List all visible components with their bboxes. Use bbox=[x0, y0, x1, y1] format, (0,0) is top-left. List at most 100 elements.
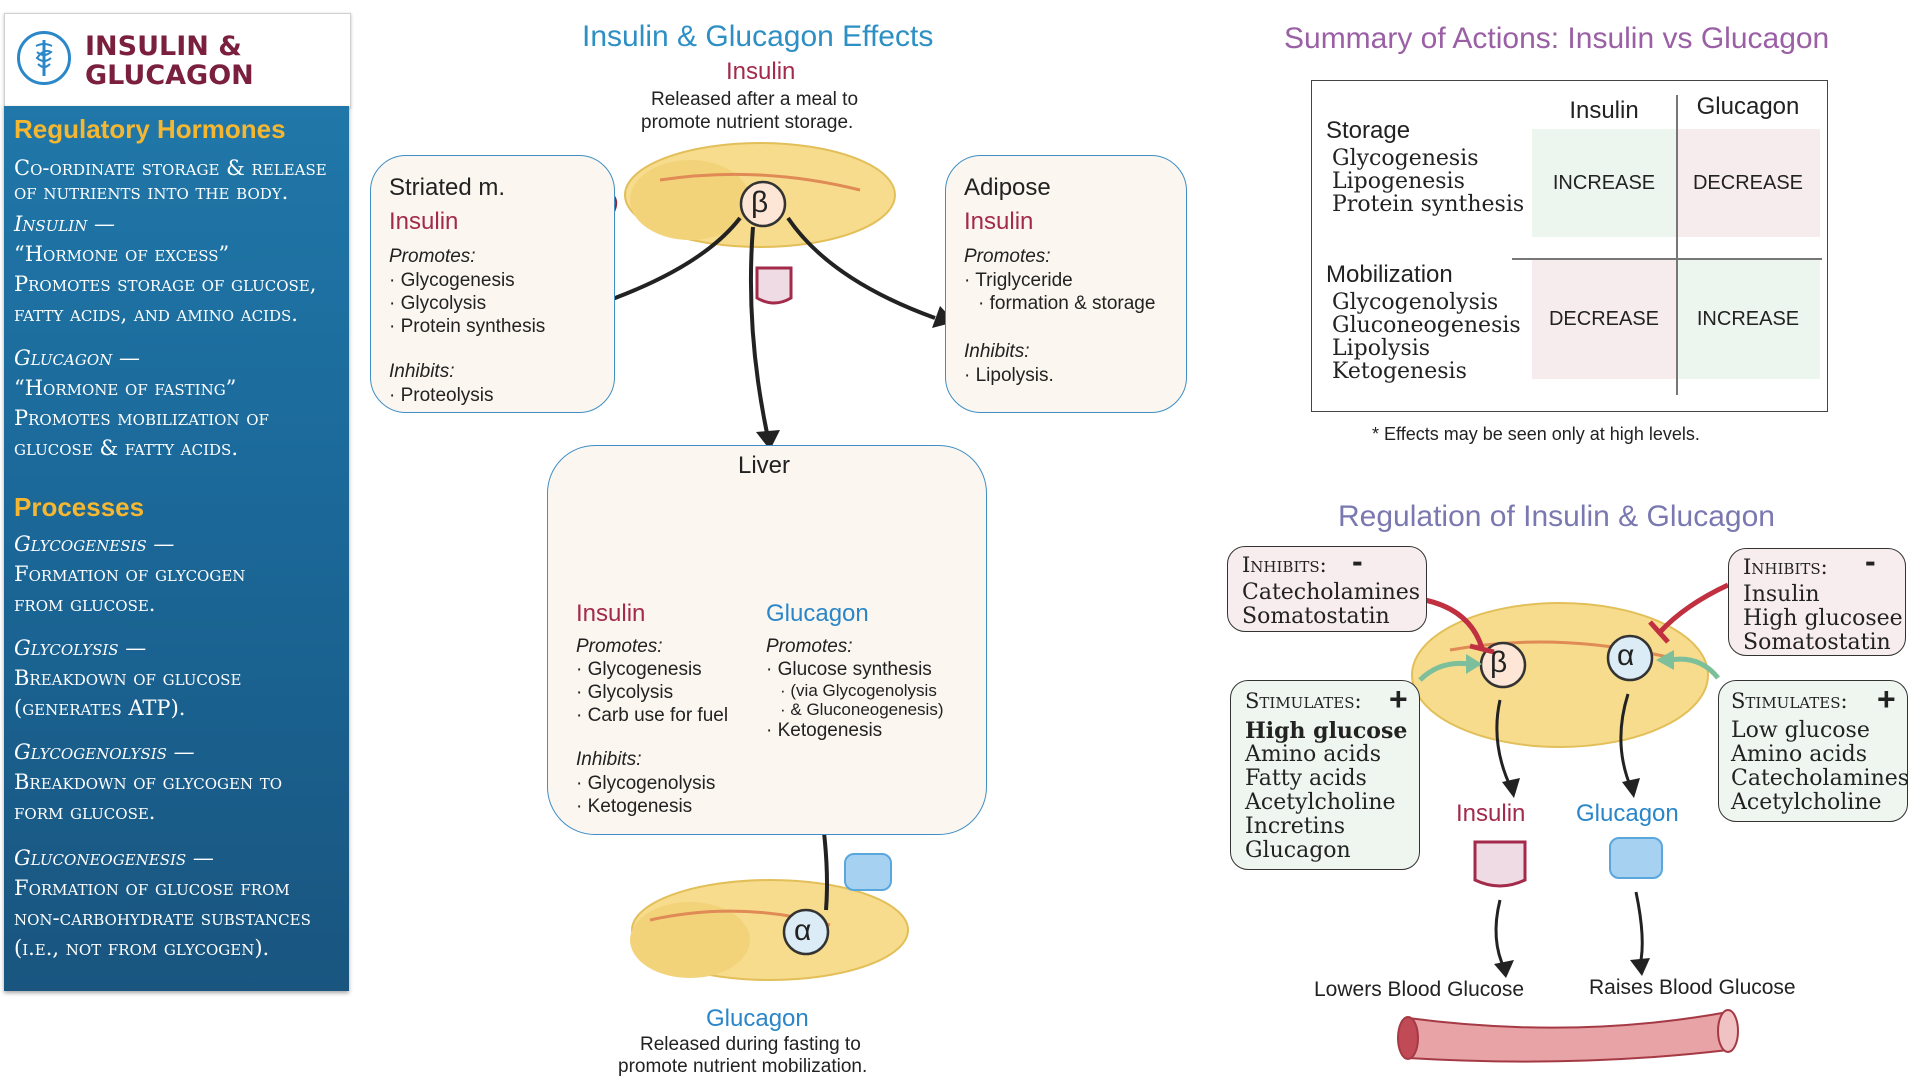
mobilization-label: Mobilization bbox=[1326, 261, 1453, 288]
process-name: Glycolysis — bbox=[14, 636, 147, 660]
inhibits-left-label: Inhibits: bbox=[1242, 553, 1327, 577]
minus-icon: - bbox=[1865, 543, 1876, 579]
liver-glucagon: Glucagon bbox=[766, 600, 869, 627]
process-name: Glycogenesis — bbox=[14, 532, 175, 556]
list-item: Glycogenesis bbox=[576, 658, 728, 681]
beta-symbol: β bbox=[1490, 646, 1508, 679]
process-line: Breakdown of glycogen to bbox=[14, 770, 283, 794]
list-item: Glycogenesis bbox=[389, 269, 545, 292]
glucagon-label: Glucagon bbox=[706, 1005, 809, 1032]
muscle-title: Striated m. bbox=[389, 174, 506, 201]
process-line: Formation of glycogen bbox=[14, 562, 246, 586]
muscle-promotes-list: Glycogenesis Glycolysis Protein synthesi… bbox=[389, 269, 546, 338]
center-title: Insulin & Glucagon Effects bbox=[582, 20, 934, 53]
list-item: Carb use for fuel bbox=[576, 704, 728, 727]
liver-glu-promotes-list: Glucose synthesis (via Glycogenolysis & … bbox=[766, 658, 944, 742]
adipose-promotes-list: Triglyceride formation & storage bbox=[964, 269, 1155, 315]
pancreas-icon bbox=[1411, 602, 1709, 748]
regulatory-hormones-heading: Regulatory Hormones bbox=[14, 114, 286, 144]
storage-glucagon-cell: DECREASE bbox=[1692, 171, 1804, 194]
summary-footnote: * Effects may be seen only at high level… bbox=[1372, 424, 1700, 444]
inhibits-right-label: Inhibits: bbox=[1743, 555, 1828, 579]
liver-glu-promotes-label: Promotes: bbox=[766, 636, 853, 657]
insulin-label: Insulin bbox=[726, 58, 796, 85]
list-item: formation & storage bbox=[964, 292, 1156, 315]
list-item: (via Glycogenolysis bbox=[766, 681, 943, 700]
liver-title: Liver bbox=[738, 452, 791, 479]
glucagon-desc-2: promote nutrient mobilization. bbox=[618, 1056, 868, 1077]
liver-ins-inhibits-label: Inhibits: bbox=[576, 749, 642, 770]
liver-ins-promotes-label: Promotes: bbox=[576, 636, 663, 657]
process-line: (i.e., not from glycogen). bbox=[14, 936, 270, 960]
col-glucagon: Glucagon bbox=[1696, 93, 1800, 120]
liver-box: Liver Insulin Promotes: Glycogenesis Gly… bbox=[547, 445, 987, 835]
adipose-inhibits-list: Lipolysis. bbox=[964, 364, 1054, 387]
adipose-title: Adipose bbox=[964, 174, 1051, 201]
beta-symbol: β bbox=[751, 186, 769, 219]
mobil-insulin-cell: DECREASE bbox=[1548, 307, 1660, 330]
muscle-inhibits-label: Inhibits: bbox=[389, 361, 455, 382]
stimulates-left-label: Stimulates: bbox=[1245, 689, 1362, 713]
process-line: (generates ATP). bbox=[14, 696, 186, 720]
storage-label: Storage bbox=[1326, 117, 1411, 144]
glucagon-desc-1: Released during fasting to bbox=[640, 1034, 861, 1055]
process-line: Formation of glucose from bbox=[14, 876, 290, 900]
process-name: Glycogenolysis — bbox=[14, 740, 195, 764]
adipose-box: Adipose Insulin Promotes: Triglyceride f… bbox=[945, 155, 1187, 413]
process-line: from glucose. bbox=[14, 592, 156, 616]
pancreas-icon bbox=[630, 879, 909, 981]
liver-ins-promotes-list: Glycogenesis Glycolysis Carb use for fue… bbox=[576, 658, 728, 727]
glucagon-line-2: Promotes mobilization of bbox=[14, 406, 269, 430]
alpha-symbol: α bbox=[794, 914, 812, 947]
left-info-panel: Regulatory Hormones Co-ordinate storage … bbox=[4, 106, 349, 991]
list-item: Glycolysis bbox=[576, 681, 728, 704]
process-name: Gluconeogenesis — bbox=[14, 846, 214, 870]
process-line: non-carbohydrate substances bbox=[14, 906, 311, 930]
plus-icon: + bbox=[1389, 681, 1408, 717]
insulin-line-2: Promotes storage of glucose, bbox=[14, 272, 317, 296]
process-line: Breakdown of glucose bbox=[14, 666, 242, 690]
list-item: Ketogenesis bbox=[766, 719, 943, 742]
col-insulin: Insulin bbox=[1569, 97, 1639, 124]
process-line: form glucose. bbox=[14, 800, 156, 824]
reg-line-2: of nutrients into the body. bbox=[14, 180, 289, 204]
blood-vessel-icon bbox=[1397, 1009, 1739, 1063]
alpha-symbol: α bbox=[1617, 639, 1635, 672]
insulin-label: Insulin — bbox=[14, 212, 116, 236]
processes-heading: Processes bbox=[14, 492, 145, 522]
list-item: Protein synthesis bbox=[389, 315, 546, 338]
muscle-inhibits-list: Proteolysis bbox=[389, 384, 494, 407]
list-item: Lipolysis. bbox=[964, 364, 1054, 387]
adipose-hormone: Insulin bbox=[964, 208, 1034, 235]
list-item: & Gluconeogenesis) bbox=[766, 700, 943, 719]
mobil-glucagon-cell: INCREASE bbox=[1696, 307, 1800, 330]
insulin-desc-2: promote nutrient storage. bbox=[641, 112, 854, 133]
liver-insulin: Insulin bbox=[576, 600, 646, 627]
list-item: Glycolysis bbox=[389, 292, 545, 315]
glucagon-label: Glucagon — bbox=[14, 346, 140, 370]
list-item: Glycogenolysis bbox=[576, 772, 716, 795]
list-item: Proteolysis bbox=[389, 384, 494, 407]
raises-label: Raises Blood Glucose bbox=[1589, 976, 1796, 999]
regulation-title: Regulation of Insulin & Glucagon bbox=[1338, 500, 1775, 533]
muscle-hormone: Insulin bbox=[389, 208, 459, 235]
caduceus-icon bbox=[17, 31, 71, 85]
glucagon-line-1: “Hormone of fasting” bbox=[14, 376, 237, 400]
insulin-line-3: fatty acids, and amino acids. bbox=[14, 302, 298, 326]
minus-icon: - bbox=[1352, 543, 1363, 579]
summary-title: Summary of Actions: Insulin vs Glucagon bbox=[1284, 22, 1830, 55]
lowers-label: Lowers Blood Glucose bbox=[1314, 978, 1525, 1001]
reg-insulin-label: Insulin bbox=[1456, 800, 1526, 827]
storage-insulin-cell: INCREASE bbox=[1552, 171, 1656, 194]
header-card: INSULIN & GLUCAGON bbox=[4, 13, 351, 108]
